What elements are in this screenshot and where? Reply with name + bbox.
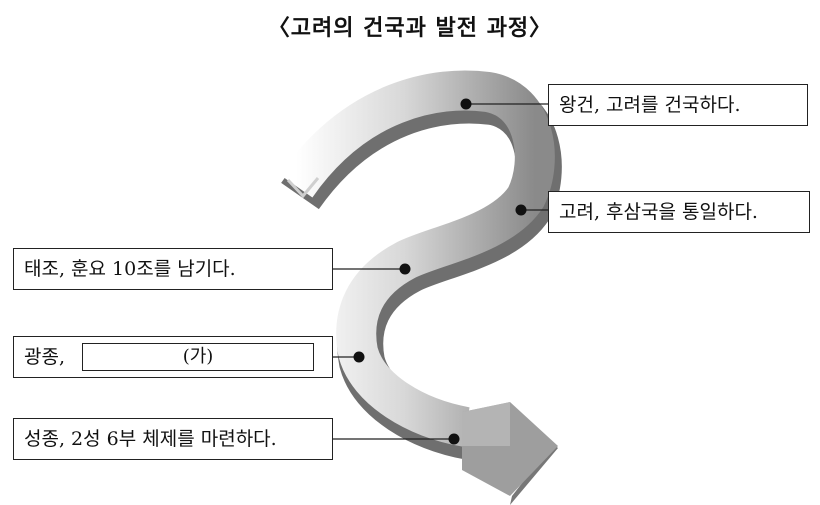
event-gwangjong-text: 광종, <box>24 345 65 368</box>
event-gwangjong: 광종, (가) <box>13 336 333 378</box>
event-seongjong: 성종, 2성 6부 체제를 마련하다. <box>13 418 333 460</box>
event-dot-founding <box>460 98 472 110</box>
arrow-head-side <box>510 408 558 505</box>
arrow-head-highlight <box>462 402 510 446</box>
arrow-tail <box>286 177 320 199</box>
arrow-body <box>279 70 555 447</box>
event-founding: 왕건, 고려를 건국하다. <box>548 84 808 126</box>
event-dot-gwangjong <box>353 351 365 363</box>
blank-box-ga: (가) <box>82 343 314 371</box>
event-unification-text: 고려, 후삼국을 통일하다. <box>559 200 758 223</box>
event-seongjong-text: 성종, 2성 6부 체제를 마련하다. <box>24 427 277 450</box>
event-unification: 고려, 후삼국을 통일하다. <box>548 191 810 233</box>
diagram-title: 〈고려의 건국과 발전 과정〉 <box>267 16 553 41</box>
event-dot-unification <box>515 204 527 216</box>
event-taejo-text: 태조, 훈요 10조를 남기다. <box>24 257 236 280</box>
event-taejo: 태조, 훈요 10조를 남기다. <box>13 248 333 290</box>
blank-label-ga: (가) <box>182 346 214 367</box>
event-dot-seongjong <box>448 433 460 445</box>
event-founding-text: 왕건, 고려를 건국하다. <box>559 93 741 116</box>
event-dot-taejo <box>399 263 411 275</box>
